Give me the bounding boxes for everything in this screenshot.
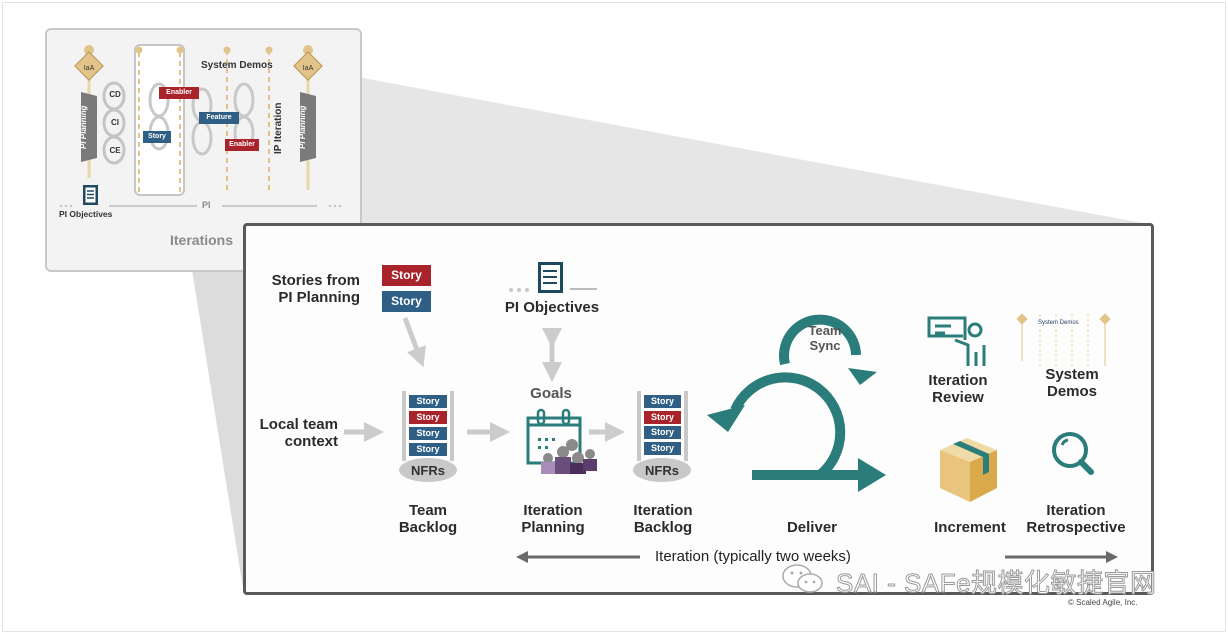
pi-overview-panel: IaA IaA — [45, 28, 362, 272]
system-demos-label: System Demos — [201, 60, 273, 71]
team-backlog-story: Story — [409, 395, 447, 408]
label-line: Team — [408, 502, 448, 519]
incoming-story-blue: Story — [382, 291, 431, 312]
enabler-tag: Enabler — [159, 87, 199, 99]
iteration-backlog-story: Story — [644, 426, 681, 439]
system-demos-mini-icon — [1016, 313, 1111, 366]
pi-objectives-mini-label: PI Objectives — [59, 209, 113, 219]
label-line: Backlog — [633, 519, 693, 536]
arrow-stories-to-backlog — [402, 317, 426, 368]
label-line: Iteration — [523, 502, 583, 519]
watermark-text: SAI - SAFe规模化敏捷官网 — [836, 568, 1157, 599]
system-demos-mini-label: System Demos — [1038, 320, 1079, 326]
story-tag: Story — [143, 131, 171, 143]
deliver-arrowhead — [858, 458, 886, 492]
label-line: PI Planning — [278, 289, 360, 306]
iteration-backlog-story: Story — [644, 411, 681, 424]
team-backlog-label: Team Backlog — [390, 502, 466, 536]
team-backlog-story: Story — [409, 411, 447, 424]
incoming-story-red: Story — [382, 265, 431, 286]
iteration-backlog-story: Story — [644, 395, 681, 408]
increment-label: Increment — [934, 519, 1006, 536]
label-line: Team — [808, 323, 842, 338]
label-line: Sync — [809, 338, 841, 353]
goals-label: Goals — [530, 385, 572, 402]
deliver-label: Deliver — [786, 519, 838, 536]
label-line: Iteration — [1046, 502, 1106, 519]
loop-label-ci: CI — [111, 118, 119, 127]
iteration-backlog-label: Iteration Backlog — [620, 502, 706, 536]
enabler-tag-2: Enabler — [225, 139, 259, 151]
pi-objectives-icon — [509, 262, 597, 293]
label-line: Demos — [1046, 383, 1098, 400]
iteration-planning-label: Iteration Planning — [508, 502, 598, 536]
local-team-context-label: Local team context — [250, 416, 338, 450]
team-backlog-story: Story — [409, 443, 447, 456]
iteration-span-label: Iteration (typically two weeks) — [655, 548, 851, 565]
iteration-backlog-story: Story — [644, 442, 681, 455]
label-line: System — [1045, 366, 1099, 383]
loop-label-ce: CE — [109, 146, 121, 155]
label-line: Iteration — [928, 372, 988, 389]
label-line: Planning — [521, 519, 585, 536]
feature-tag: Feature — [199, 112, 239, 124]
copyright-text: © Scaled Agile, Inc. — [1068, 598, 1138, 607]
label-line: Review — [932, 389, 984, 406]
iterations-label: Iterations — [170, 232, 234, 248]
loop-label-cd: CD — [109, 90, 121, 99]
iteration-backlog-nfrs: NFRs — [645, 463, 679, 478]
magnifier-icon — [1052, 432, 1094, 475]
pi-label: PI — [202, 200, 211, 210]
increment-box-icon — [940, 438, 997, 502]
team-sync-label: Team Sync — [798, 323, 852, 353]
deliver-loop-icon — [730, 314, 861, 480]
team-backlog-nfrs: NFRs — [411, 463, 445, 478]
team-sync-arrowhead — [848, 368, 877, 385]
iteration-backlog-container — [633, 391, 691, 482]
label-line: Retrospective — [1026, 519, 1126, 536]
loop-arrowhead — [707, 405, 745, 432]
label-line: context — [284, 433, 338, 450]
svg-text:IaA: IaA — [303, 65, 314, 72]
iteration-review-label: Iteration Review — [920, 372, 996, 406]
pi-objectives-label: PI Objectives — [504, 299, 600, 316]
system-demos-main-label: System Demos — [1030, 366, 1114, 400]
iteration-retrospective-label: Iteration Retrospective — [1020, 502, 1132, 536]
wechat-icon — [782, 564, 823, 593]
label-line: Backlog — [398, 519, 458, 536]
label-line: Iteration — [633, 502, 693, 519]
presenter-icon — [927, 316, 986, 366]
team-backlog-story: Story — [409, 427, 447, 440]
pi-overview-graphics: IaA IaA — [59, 44, 342, 208]
label-line: Stories from — [271, 272, 360, 289]
calendar-team-icon — [526, 408, 597, 474]
stories-from-pi-planning-label: Stories from PI Planning — [262, 272, 360, 306]
label-line: Local team — [259, 416, 338, 433]
team-backlog-container — [399, 391, 457, 482]
svg-text:IaA: IaA — [84, 65, 95, 72]
